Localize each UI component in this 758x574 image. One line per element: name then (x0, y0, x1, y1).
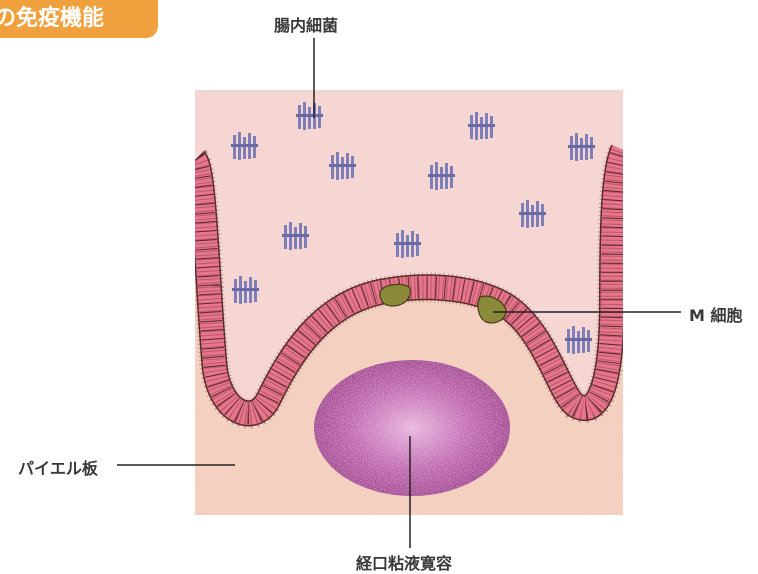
label-peyer-patch: パイエル板 (18, 455, 98, 479)
label-oral-tolerance: 経口粘液寛容 (356, 550, 452, 574)
lymphoid-follicle (314, 360, 510, 496)
label-bacteria: 腸内細菌 (274, 12, 338, 36)
label-m-cell: M 細胞 (689, 302, 743, 326)
